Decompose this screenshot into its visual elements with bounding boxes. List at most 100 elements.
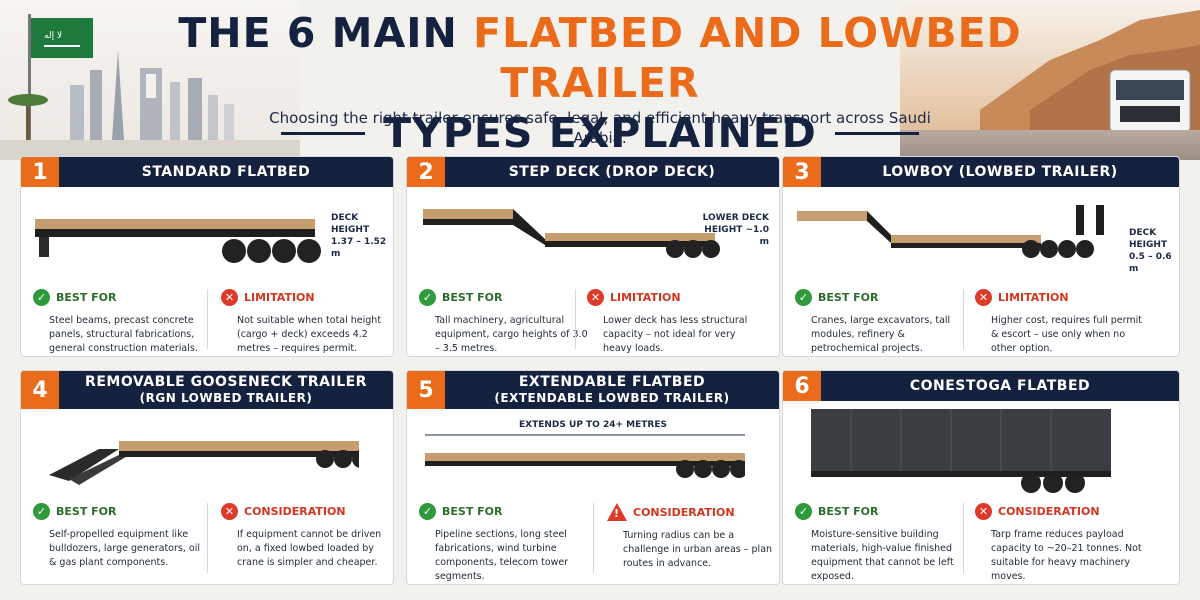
best-for-label: BEST FOR bbox=[442, 291, 503, 304]
card-extendable-flatbed: 5 EXTENDABLE FLATBED (EXTENDABLE LOWBED … bbox=[406, 370, 780, 585]
check-icon: ✓ bbox=[795, 503, 812, 520]
best-for-text: Pipeline sections, long steel fabricatio… bbox=[435, 529, 569, 582]
x-icon: ✕ bbox=[221, 503, 238, 520]
card-title-sub: (EXTENDABLE LOWBED TRAILER) bbox=[494, 391, 730, 405]
trailer-image bbox=[797, 205, 1104, 258]
card-number: 6 bbox=[783, 371, 821, 401]
best-for-section: ✓ BEST FOR Moisture-sensitive building m… bbox=[795, 503, 965, 584]
consideration-text: If equipment cannot be driven on, a fixe… bbox=[237, 529, 382, 568]
card-title: EXTENDABLE FLATBED (EXTENDABLE LOWBED TR… bbox=[445, 374, 779, 406]
card-removable-gooseneck: 4 REMOVABLE GOOSENECK TRAILER (RGN LOWBE… bbox=[20, 370, 394, 585]
check-icon: ✓ bbox=[419, 503, 436, 520]
consideration-text: Turning radius can be a challenge in urb… bbox=[623, 530, 773, 569]
best-for-label: BEST FOR bbox=[442, 505, 503, 518]
x-icon: ✕ bbox=[587, 289, 604, 306]
check-icon: ✓ bbox=[419, 289, 436, 306]
page-subtitle: Choosing the right trailer ensures safe,… bbox=[269, 109, 931, 147]
check-icon: ✓ bbox=[33, 289, 50, 306]
divider bbox=[963, 289, 964, 349]
title-line2: TYPES EXPLAINED bbox=[383, 109, 817, 157]
divider bbox=[593, 503, 594, 573]
card-title: STEP DECK (DROP DECK) bbox=[508, 164, 716, 180]
card-header: 1 STANDARD FLATBED bbox=[21, 157, 393, 187]
best-for-section: ✓ BEST FOR Steel beams, precast concrete… bbox=[33, 289, 203, 356]
card-header: 3 LOWBOY (LOWBED TRAILER) bbox=[783, 157, 1179, 187]
limitation-section: ✕ LIMITATION Higher cost, requires full … bbox=[975, 289, 1145, 356]
extends-spec: EXTENDS UP TO 24+ METRES bbox=[519, 420, 667, 430]
limitation-text: Higher cost, requires full permit & esco… bbox=[991, 315, 1142, 354]
card-header: 2 STEP DECK (DROP DECK) bbox=[407, 157, 779, 187]
best-for-text: Self-propelled equipment like bulldozers… bbox=[49, 529, 200, 568]
divider bbox=[963, 503, 964, 573]
best-for-section: ✓ BEST FOR Self-propelled equipment like… bbox=[33, 503, 203, 570]
card-header: 4 REMOVABLE GOOSENECK TRAILER (RGN LOWBE… bbox=[21, 371, 393, 409]
best-for-text: Cranes, large excavators, tall modules, … bbox=[811, 315, 951, 354]
consideration-text: Tarp frame reduces payload capacity to ~… bbox=[991, 529, 1142, 582]
trailer-image bbox=[35, 219, 321, 263]
title-rule-right bbox=[834, 131, 919, 135]
best-for-label: BEST FOR bbox=[56, 505, 117, 518]
card-title: LOWBOY (LOWBED TRAILER) bbox=[882, 164, 1118, 180]
card-title: REMOVABLE GOOSENECK TRAILER (RGN LOWBED … bbox=[59, 374, 393, 406]
trailer-image bbox=[423, 209, 720, 258]
best-for-label: BEST FOR bbox=[818, 505, 879, 518]
title-accent: FLATBED AND LOWBED TRAILER bbox=[473, 9, 1022, 107]
skyline-illustration: ﻻ ﺇﻟﻪ bbox=[0, 0, 300, 160]
limitation-text: Lower deck has less structural capacity … bbox=[603, 315, 748, 354]
consideration-section: ✕ CONSIDERATION Tarp frame reduces paylo… bbox=[975, 503, 1145, 584]
title-rule-left bbox=[281, 131, 366, 135]
card-number: 1 bbox=[21, 157, 59, 187]
check-icon: ✓ bbox=[795, 289, 812, 306]
trailer-image bbox=[49, 441, 359, 485]
limitation-section: ✕ LIMITATION Not suitable when total hei… bbox=[221, 289, 391, 356]
page-title: THE 6 MAIN FLATBED AND LOWBED TRAILER TY… bbox=[150, 8, 1050, 158]
card-title: CONESTOGA FLATBED bbox=[909, 378, 1091, 394]
trailer-image bbox=[811, 409, 1111, 493]
x-icon: ✕ bbox=[975, 289, 992, 306]
best-for-label: BEST FOR bbox=[56, 291, 117, 304]
consideration-label: CONSIDERATION bbox=[633, 505, 735, 519]
consideration-label: CONSIDERATION bbox=[998, 505, 1100, 518]
card-header: 6 CONESTOGA FLATBED bbox=[783, 371, 1179, 401]
divider bbox=[207, 503, 208, 573]
consideration-section: ! CONSIDERATION Turning radius can be a … bbox=[607, 503, 777, 571]
title-part1: THE 6 MAIN bbox=[178, 9, 474, 57]
warning-icon: ! bbox=[607, 503, 627, 521]
divider bbox=[207, 289, 208, 349]
card-standard-flatbed: 1 STANDARD FLATBED DECK HEIGHT 1.37 – 1.… bbox=[20, 156, 394, 357]
x-icon: ✕ bbox=[221, 289, 238, 306]
card-title: STANDARD FLATBED bbox=[141, 164, 311, 180]
best-for-text: Moisture-sensitive building materials, h… bbox=[811, 529, 954, 582]
card-header: 5 EXTENDABLE FLATBED (EXTENDABLE LOWBED … bbox=[407, 371, 779, 409]
best-for-section: ✓ BEST FOR Cranes, large excavators, tal… bbox=[795, 289, 965, 356]
card-number: 3 bbox=[783, 157, 821, 187]
card-step-deck: 2 STEP DECK (DROP DECK) LOWER DECK HEIGH… bbox=[406, 156, 780, 357]
limitation-label: LIMITATION bbox=[610, 291, 681, 304]
card-conestoga-flatbed: 6 CONESTOGA FLATBED ✓ BEST FOR Moisture-… bbox=[782, 370, 1180, 585]
card-number: 4 bbox=[21, 371, 59, 409]
deck-height-spec: DECK HEIGHT 0.5 – 0.6 m bbox=[1129, 228, 1172, 274]
best-for-text: Tall machinery, agricultural equipment, … bbox=[435, 315, 588, 354]
best-for-label: BEST FOR bbox=[818, 291, 879, 304]
trailer-image bbox=[425, 434, 745, 478]
deck-height-spec: DECK HEIGHT 1.37 – 1.52 m bbox=[331, 213, 387, 259]
divider bbox=[575, 289, 576, 349]
card-title-main: REMOVABLE GOOSENECK TRAILER bbox=[85, 374, 367, 390]
card-lowboy: 3 LOWBOY (LOWBED TRAILER) DECK HEIGHT 0.… bbox=[782, 156, 1180, 357]
card-number: 2 bbox=[407, 157, 445, 187]
best-for-section: ✓ BEST FOR Tall machinery, agricultural … bbox=[419, 289, 589, 356]
card-number: 5 bbox=[407, 371, 445, 409]
consideration-section: ✕ CONSIDERATION If equipment cannot be d… bbox=[221, 503, 391, 570]
road bbox=[900, 130, 1200, 160]
card-title-main: EXTENDABLE FLATBED bbox=[518, 374, 706, 390]
lower-deck-height-spec: LOWER DECK HEIGHT ~1.0 m bbox=[702, 213, 769, 247]
card-title-sub: (RGN LOWBED TRAILER) bbox=[139, 391, 313, 405]
consideration-label: CONSIDERATION bbox=[244, 505, 346, 518]
best-for-text: Steel beams, precast concrete panels, st… bbox=[49, 315, 198, 354]
best-for-section: ✓ BEST FOR Pipeline sections, long steel… bbox=[419, 503, 589, 584]
limitation-text: Not suitable when total height (cargo + … bbox=[237, 315, 382, 354]
x-icon: ✕ bbox=[975, 503, 992, 520]
limitation-label: LIMITATION bbox=[998, 291, 1069, 304]
limitation-label: LIMITATION bbox=[244, 291, 315, 304]
svg-text:ﻻ ﺇﻟﻪ: ﻻ ﺇﻟﻪ bbox=[44, 31, 62, 41]
